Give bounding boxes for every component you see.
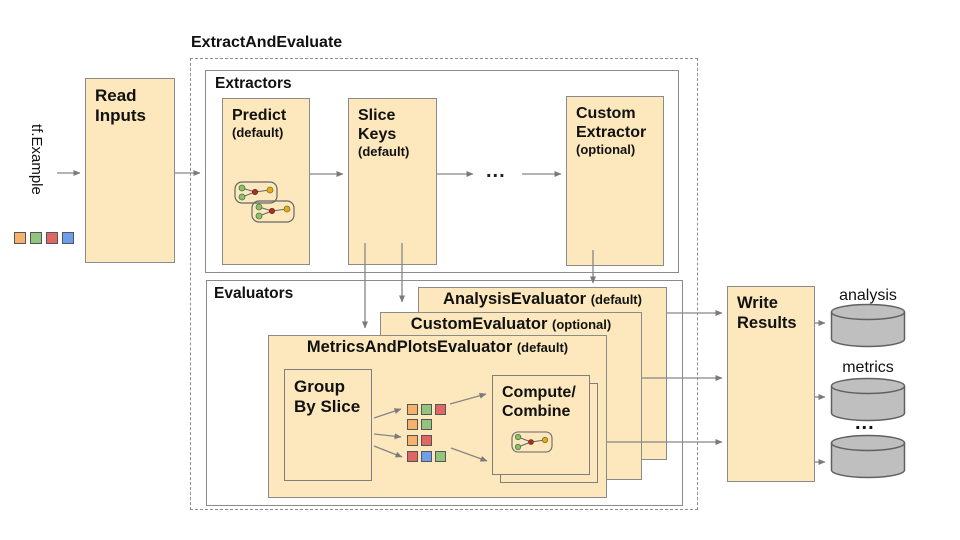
metrics-and-plots-evaluator-sub-label: (default)	[516, 340, 569, 355]
slice-row	[407, 419, 432, 430]
extract-and-evaluate-container	[190, 58, 698, 510]
custom-extractor-sub-label: (optional)	[576, 142, 636, 158]
red-square	[435, 404, 446, 415]
tf-example-label: tf.Example	[28, 124, 45, 195]
orange-square	[407, 435, 418, 446]
extractors-frame	[205, 70, 679, 273]
predict-sub-label: (default)	[232, 125, 284, 141]
pipeline-title: ExtractAndEvaluate	[191, 34, 343, 51]
orange-square	[407, 404, 418, 415]
compute-combine-box: Compute/ Combine	[492, 375, 590, 475]
slice-keys-sub-label: (default)	[358, 144, 410, 160]
green-square	[421, 404, 432, 415]
slice-row	[407, 451, 446, 462]
compute-combine-line1: Compute/	[502, 384, 576, 401]
blue-square	[62, 232, 74, 244]
green-square	[421, 419, 432, 430]
green-square	[30, 232, 42, 244]
analysis-output-label: analysis	[839, 287, 897, 304]
blue-square	[421, 451, 432, 462]
input-squares	[14, 232, 74, 244]
analysis-evaluator-sub-label: (default)	[590, 292, 642, 307]
write-results-box: Write Results	[727, 286, 815, 482]
group-by-slice-box: Group By Slice	[284, 369, 372, 481]
compute-combine-line2: Combine	[502, 403, 571, 421]
metrics-and-plots-evaluator-label: MetricsAndPlotsEvaluator	[306, 338, 513, 356]
more-outputs-ellipsis: ...	[855, 412, 875, 434]
predict-label: Predict	[232, 107, 287, 124]
custom-extractor-box: Custom Extractor (optional)	[566, 96, 664, 266]
combine-graph-icon	[511, 431, 553, 453]
analysis-evaluator-label: AnalysisEvaluator	[443, 290, 587, 308]
green-square	[435, 451, 446, 462]
custom-evaluator-sub-label: (optional)	[551, 317, 612, 332]
slice-row	[407, 404, 446, 415]
extractors-ellipsis: ...	[486, 160, 506, 182]
custom-evaluator-label: CustomEvaluator	[410, 315, 548, 333]
read-inputs-label: Read Inputs	[95, 86, 146, 126]
custom-extractor-label: Custom Extractor	[576, 105, 647, 142]
metrics-database-icon	[830, 377, 906, 422]
evaluators-section-label: Evaluators	[214, 285, 294, 302]
slice-keys-label: Slice Keys	[358, 107, 397, 144]
red-square	[46, 232, 58, 244]
slice-row	[407, 435, 432, 446]
more-database-icon	[830, 434, 906, 479]
orange-square	[14, 232, 26, 244]
metrics-output-label: metrics	[842, 359, 894, 376]
extractors-section-label: Extractors	[215, 75, 292, 92]
slice-keys-extractor-box: Slice Keys (default)	[348, 98, 437, 265]
read-inputs-box: Read Inputs	[85, 78, 175, 263]
write-results-label: Write Results	[737, 294, 797, 332]
red-square	[407, 451, 418, 462]
orange-square	[407, 419, 418, 430]
predict-model-icon	[234, 181, 295, 223]
slice-grid	[407, 404, 455, 464]
group-by-slice-line2: By Slice	[294, 397, 361, 417]
analysis-database-icon	[830, 303, 906, 348]
red-square	[421, 435, 432, 446]
group-by-slice-line1: Group	[294, 377, 345, 396]
evaluators-frame	[206, 280, 683, 506]
